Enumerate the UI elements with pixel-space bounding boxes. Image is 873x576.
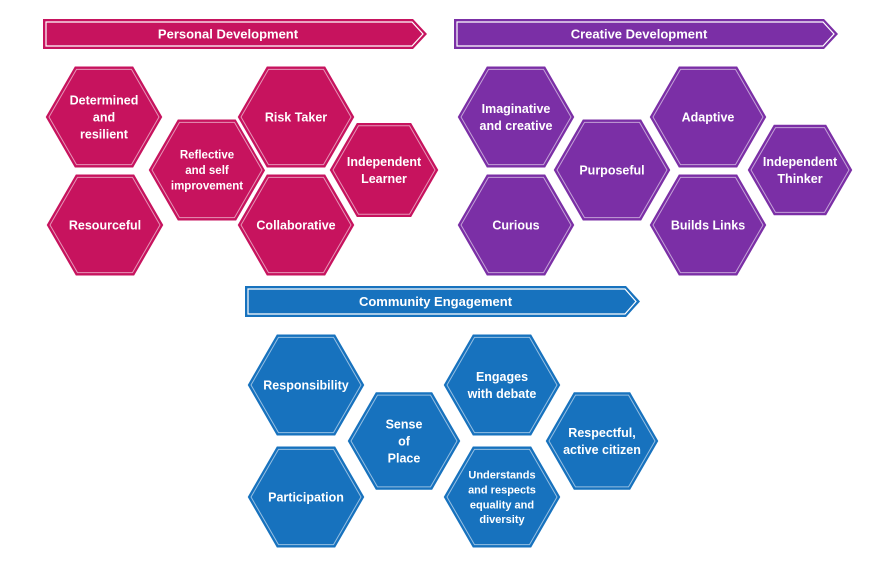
- hexagon-risk-taker-shape: [234, 63, 358, 171]
- hexagon-independent-thinker-inner-outline: [750, 127, 850, 213]
- hexagon-respectful-active-citizen-label: Respectful,active citizen: [563, 426, 641, 457]
- hexagon-respectful-active-citizen-inner-outline: [548, 394, 656, 488]
- hexagon-responsibility-inner-outline: [250, 336, 362, 434]
- hexagon-determined-shape: [42, 63, 166, 171]
- hexagon-builds-links-shape: [646, 171, 770, 279]
- hexagon-participation-shape: [244, 443, 368, 551]
- creative-banner-arrow: [454, 19, 838, 49]
- hexagon-risk-taker: Risk Taker: [234, 63, 358, 171]
- hexagon-collaborative-label: Collaborative: [256, 218, 335, 232]
- hexagon-reflective-inner-outline: [151, 121, 263, 219]
- hexagon-adaptive-shape: [646, 63, 770, 171]
- community-banner-outline: [247, 288, 637, 315]
- hexagon-sense-of-place-shape: [344, 389, 464, 493]
- hexagon-responsibility-shape: [244, 331, 368, 439]
- hexagon-responsibility: Responsibility: [244, 331, 368, 439]
- creative-banner-outline: [456, 21, 835, 47]
- community-banner-title: Community Engagement: [359, 294, 513, 309]
- hexagon-builds-links-inner-outline: [652, 176, 764, 274]
- hexagon-participation-inner-outline: [250, 448, 362, 546]
- hexagon-independent-learner-inner-outline: [332, 125, 436, 215]
- hexagon-imaginative-shape: [454, 63, 578, 171]
- hexagon-imaginative-inner-outline: [460, 68, 572, 166]
- hexagon-purposeful: Purposeful: [550, 116, 674, 224]
- personal-banner-outline: [45, 21, 424, 47]
- hexagon-purposeful-label: Purposeful: [579, 163, 644, 177]
- hexagon-responsibility-label: Responsibility: [263, 378, 348, 392]
- hexagon-builds-links-label: Builds Links: [671, 218, 745, 232]
- community-banner: Community Engagement: [245, 286, 640, 317]
- hexagon-adaptive-inner-outline: [652, 68, 764, 166]
- creative-banner: Creative Development: [454, 19, 838, 49]
- hexagon-curious: Curious: [454, 171, 578, 279]
- creative-banner-title: Creative Development: [571, 27, 708, 42]
- hexagon-engages-with-debate-inner-outline: [446, 336, 558, 434]
- hexagon-respectful-active-citizen: Respectful,active citizen: [542, 389, 662, 493]
- hexagon-collaborative-shape: [234, 171, 358, 279]
- hexagon-participation-label: Participation: [268, 490, 344, 504]
- hexagon-respectful-active-citizen-shape: [542, 389, 662, 493]
- hexagon-determined-inner-outline: [48, 68, 160, 166]
- hexagon-resourceful: Resourceful: [43, 171, 167, 279]
- hexagon-independent-learner-shape: [326, 120, 442, 220]
- hexagon-resourceful-inner-outline: [49, 176, 161, 274]
- hexagon-risk-taker-inner-outline: [240, 68, 352, 166]
- hexagon-resourceful-label: Resourceful: [69, 218, 141, 232]
- hexagon-collaborative-inner-outline: [240, 176, 352, 274]
- hexagon-curious-inner-outline: [460, 176, 572, 274]
- hexagon-curious-label: Curious: [492, 218, 539, 232]
- hexagon-participation: Participation: [244, 443, 368, 551]
- hexagon-adaptive: Adaptive: [646, 63, 770, 171]
- hexagon-purposeful-shape: [550, 116, 674, 224]
- personal-banner-arrow: [43, 19, 427, 49]
- hexagon-understands-and-respects-shape: [440, 443, 564, 551]
- community-banner-arrow: [245, 286, 640, 317]
- hexagon-curious-shape: [454, 171, 578, 279]
- hexagon-adaptive-label: Adaptive: [682, 110, 735, 124]
- hexagon-sense-of-place-inner-outline: [350, 394, 458, 488]
- hexagon-resourceful-shape: [43, 171, 167, 279]
- hexagon-risk-taker-label: Risk Taker: [265, 110, 327, 124]
- personal-banner: Personal Development: [43, 19, 427, 49]
- hexagon-engages-with-debate-shape: [440, 331, 564, 439]
- hexagon-understands-and-respects-inner-outline: [446, 448, 558, 546]
- hexagon-collaborative: Collaborative: [234, 171, 358, 279]
- hexagon-purposeful-inner-outline: [556, 121, 668, 219]
- hexagon-builds-links: Builds Links: [646, 171, 770, 279]
- personal-banner-title: Personal Development: [158, 27, 299, 42]
- hexagon-independent-thinker-shape: [744, 121, 856, 219]
